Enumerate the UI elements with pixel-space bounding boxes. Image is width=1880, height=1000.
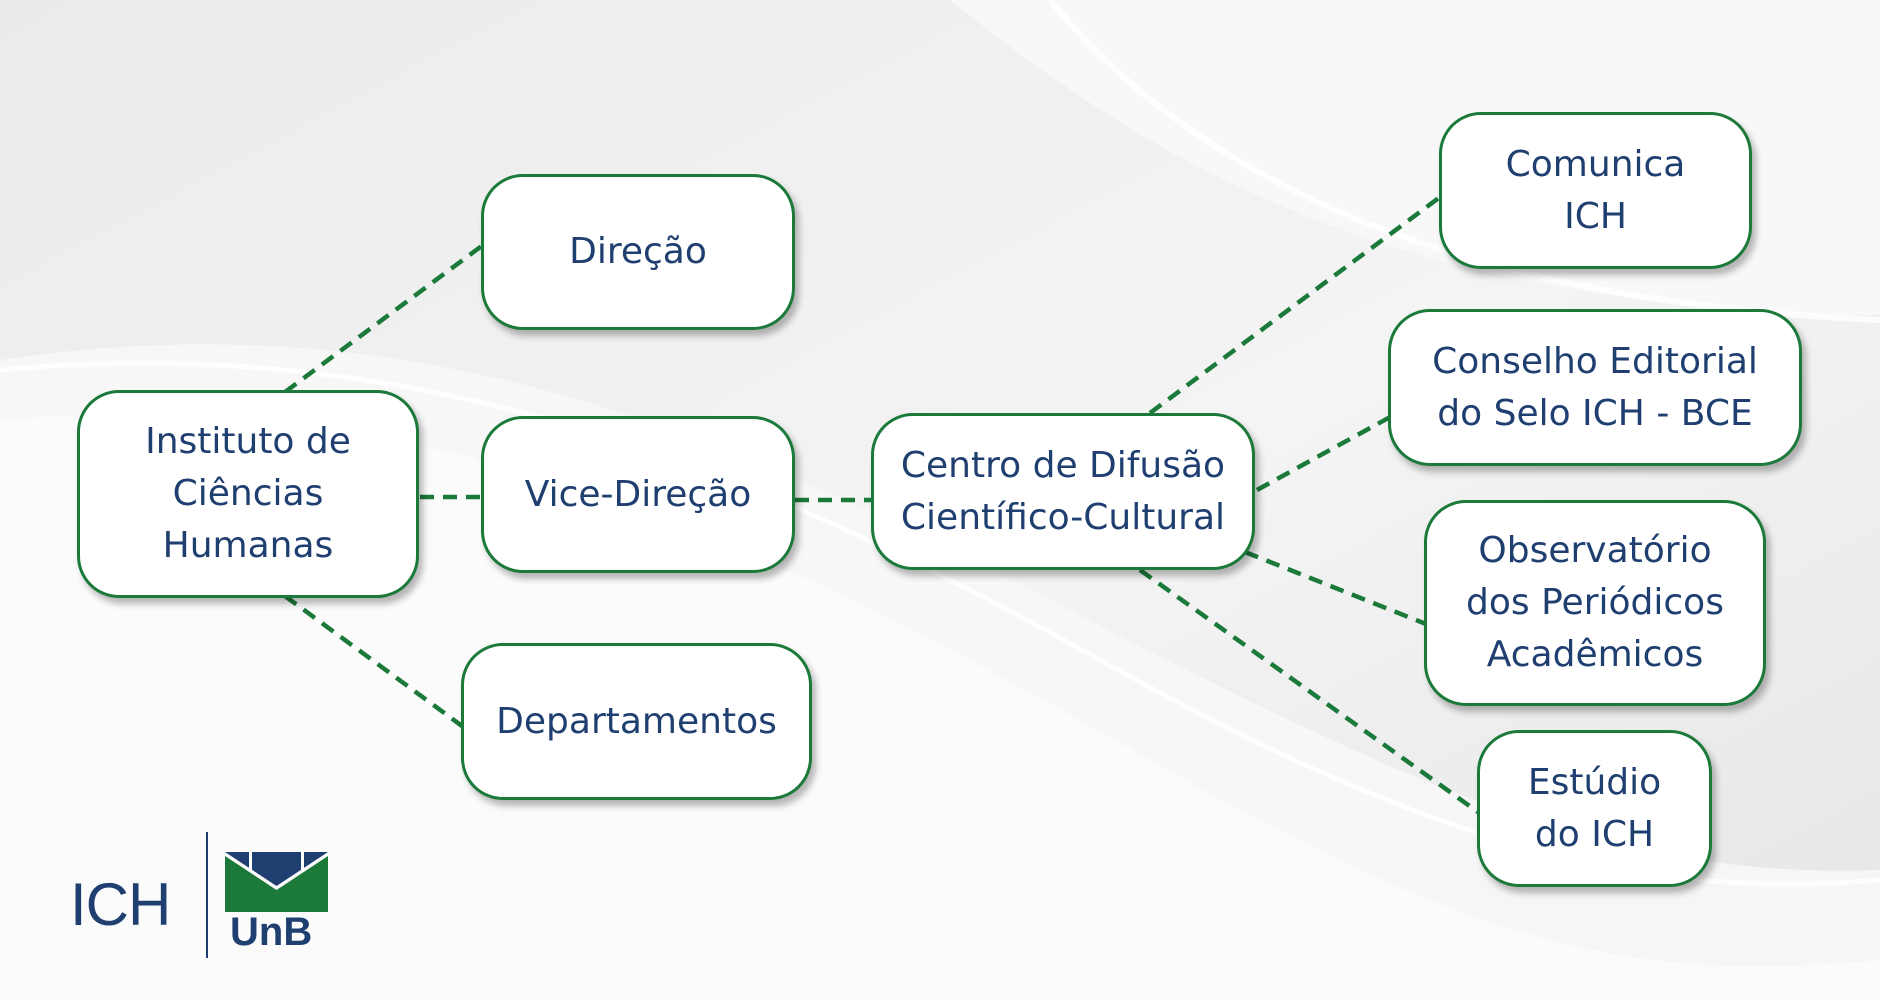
link-centro-estudio bbox=[1138, 568, 1480, 814]
node-label: Vice-Direção bbox=[524, 473, 752, 515]
node-label: Departamentos bbox=[496, 700, 777, 742]
link-centro-observatorio bbox=[1244, 549, 1427, 627]
link-centro-comunica bbox=[1148, 195, 1442, 415]
node-label: Centro de Difusão Científico-Cultural bbox=[900, 444, 1226, 538]
node-vice-direcao: Vice-Direção bbox=[481, 416, 795, 573]
link-centro-conselho bbox=[1255, 414, 1394, 492]
node-label: Observatório dos Periódicos Acadêmicos bbox=[1466, 530, 1724, 675]
link-root-departamentos bbox=[283, 594, 464, 728]
node-estudio-ich: Estúdio do ICH bbox=[1477, 730, 1712, 887]
link-root-direcao bbox=[283, 243, 485, 394]
node-label: Direção bbox=[569, 231, 707, 272]
node-comunica-ich: Comunica ICH bbox=[1439, 112, 1752, 269]
node-label: Estúdio do ICH bbox=[1527, 761, 1662, 855]
unb-logo-text: UnB bbox=[230, 910, 313, 954]
node-conselho-editorial: Conselho Editorial do Selo ICH - BCE bbox=[1388, 309, 1802, 466]
logo-divider bbox=[206, 832, 208, 958]
node-centro-difusao: Centro de Difusão Científico-Cultural bbox=[871, 413, 1255, 570]
unb-emblem-icon bbox=[225, 852, 328, 912]
node-instituto-ciencias-humanas: Instituto de Ciências Humanas bbox=[77, 390, 419, 598]
node-direcao: Direção bbox=[481, 174, 795, 330]
node-label: Instituto de Ciências Humanas bbox=[145, 421, 351, 566]
node-label: Conselho Editorial do Selo ICH - BCE bbox=[1432, 340, 1758, 434]
node-observatorio-periodicos: Observatório dos Periódicos Acadêmicos bbox=[1424, 500, 1766, 706]
ich-logo-text: ICH bbox=[70, 871, 171, 938]
node-label: Comunica ICH bbox=[1505, 143, 1686, 237]
logo-area: ICH UnB bbox=[70, 830, 340, 960]
node-departamentos: Departamentos bbox=[461, 643, 812, 800]
